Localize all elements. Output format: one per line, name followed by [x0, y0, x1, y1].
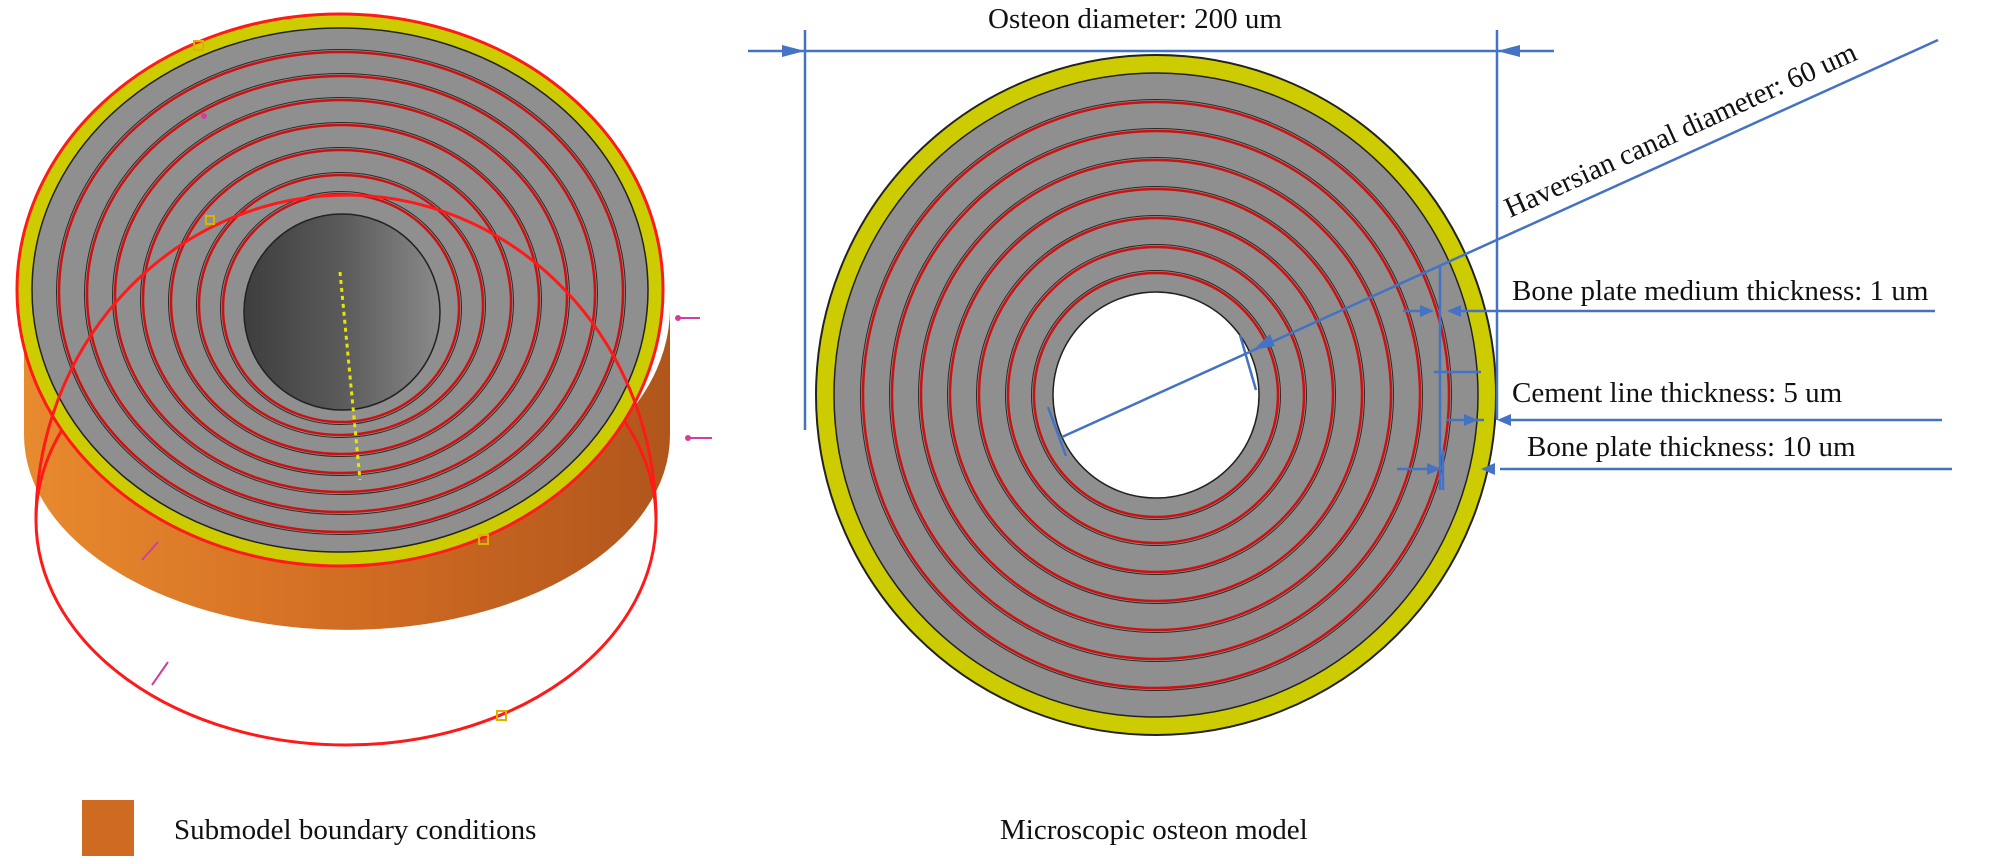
top-lamella-ring	[197, 173, 485, 437]
top-lamella-ring-edge	[168, 147, 514, 457]
caption-microscopic-osteon: Microscopic osteon model	[1000, 814, 1308, 846]
lamella-ring	[977, 216, 1335, 574]
label-cement-line-thickness: Cement line thickness: 5 um	[1512, 377, 1843, 409]
lamella-ring-edge	[976, 215, 1336, 575]
lamella-ring	[890, 129, 1422, 661]
lamella-ring-edge	[918, 157, 1394, 633]
canal-axis-dotted-line	[338, 271, 362, 481]
lamella-ring	[1032, 271, 1280, 519]
lamella-ring	[919, 158, 1393, 632]
top-lamella-ring-edge	[84, 73, 598, 515]
top-lamella-ring	[169, 148, 513, 456]
lamella-ring	[1006, 245, 1306, 545]
lamella-ring-edge	[1031, 270, 1281, 520]
boundary-markers	[141, 40, 712, 721]
lamella-ring-edge	[1005, 244, 1307, 546]
submodel-side-wall	[24, 308, 670, 630]
legend-swatch-boundary	[82, 800, 134, 856]
label-bone-plate-thickness: Bone plate thickness: 10 um	[1527, 431, 1856, 463]
lamella-ring-edge	[860, 99, 1452, 691]
top-lamella-ring-edge	[56, 49, 626, 535]
label-osteon-diameter: Osteon diameter: 200 um	[988, 3, 1282, 35]
legend-label-boundary: Submodel boundary conditions	[174, 814, 536, 846]
top-lamella-ring-edge	[196, 172, 486, 438]
top-haversian-canal	[243, 213, 441, 411]
top-lamella-ring-edge	[140, 122, 542, 476]
top-lamella-ring-edge	[220, 191, 462, 425]
top-lamella-ring	[85, 74, 597, 514]
dimension-lines	[748, 30, 1952, 490]
top-lamella-rings	[56, 49, 626, 535]
label-haversian-canal-diameter: Haversian canal diameter: 60 um	[1500, 36, 1862, 224]
top-lamella-ring	[57, 50, 625, 534]
top-lamella-ring	[113, 98, 569, 494]
lamella-ring	[948, 187, 1364, 603]
lamella-ring-edge	[889, 128, 1423, 662]
lamella-ring	[861, 100, 1451, 690]
lamella-rings	[860, 99, 1452, 691]
label-bone-plate-medium-thickness: Bone plate medium thickness: 1 um	[1512, 275, 1929, 307]
submodel-cylinder	[15, 12, 712, 747]
top-lamella-ring	[141, 123, 541, 475]
submodel-boundary-arc-top	[34, 193, 658, 521]
lamella-ring-edge	[947, 186, 1365, 604]
